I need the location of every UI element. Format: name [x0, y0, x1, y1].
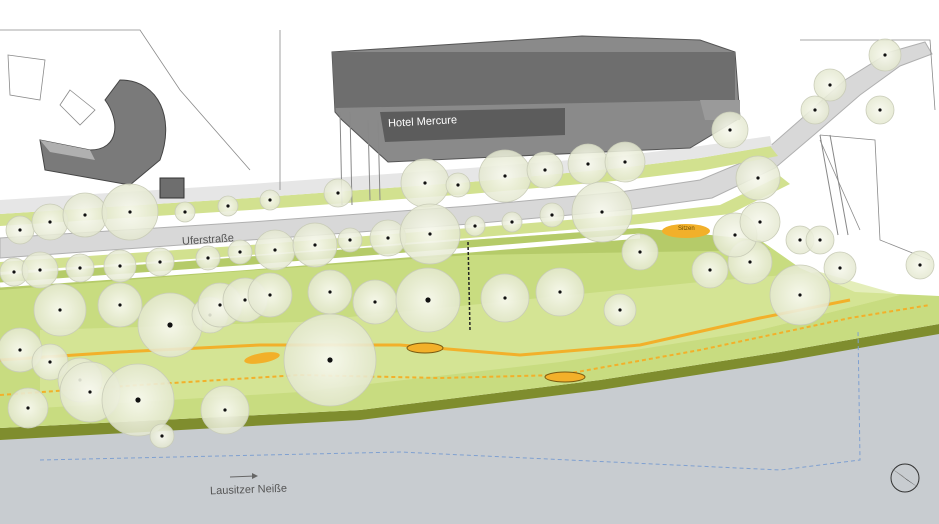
tree-trunk-dot	[328, 290, 332, 294]
tree-trunk-dot	[623, 160, 627, 164]
tree-trunk-dot	[728, 128, 732, 132]
tree-trunk-dot	[48, 220, 52, 224]
tree-trunk-dot	[733, 233, 737, 237]
tree-trunk-dot	[18, 348, 22, 352]
seating-area-east	[544, 371, 586, 383]
tree-trunk-dot	[883, 53, 887, 57]
tree-trunk-dot	[386, 236, 390, 240]
tree-trunk-dot	[798, 238, 802, 242]
kiosk-building	[159, 177, 185, 199]
tree-trunk-dot	[510, 220, 514, 224]
tree-trunk-dot	[268, 198, 272, 202]
tree-trunk-dot	[135, 397, 141, 403]
tree-trunk-dot	[818, 238, 822, 242]
tree-trunk-dot	[758, 220, 762, 224]
tree-trunk-dot	[158, 260, 162, 264]
tree-trunk-dot	[600, 210, 604, 214]
tree-trunk-dot	[18, 228, 22, 232]
sitzen-label: Sitzen	[678, 226, 695, 232]
tree-trunk-dot	[238, 250, 242, 254]
tree-trunk-dot	[503, 296, 507, 300]
embankment-strip	[0, 324, 939, 440]
tree-trunk-dot	[12, 270, 16, 274]
promenade-path-lower	[0, 304, 931, 396]
tree-trunk-dot	[160, 434, 164, 438]
tree-trunk-dot	[48, 360, 52, 364]
sitzen-area	[662, 224, 710, 238]
river-area	[0, 332, 939, 524]
tree-trunk-dot	[118, 264, 122, 268]
tree-trunk-dot	[218, 303, 222, 307]
seating-area-center	[406, 342, 444, 354]
tree-trunk-dot	[456, 183, 460, 187]
tree-trunk-dot	[167, 322, 173, 328]
meadow-highlight	[40, 272, 900, 408]
tree-trunk-dot	[428, 232, 432, 236]
tree-trunk-dot	[918, 263, 922, 267]
hotel-building	[331, 35, 741, 163]
tree-trunk-dot	[543, 168, 547, 172]
tree-trunk-dot	[423, 181, 427, 185]
tree-trunk-dot	[226, 204, 230, 208]
tree-trunk-dot	[78, 266, 82, 270]
tree-trunk-dot	[838, 266, 842, 270]
tree-trunk-dot	[38, 268, 42, 272]
arrow-right-icon	[229, 473, 258, 479]
seating-area-west	[244, 352, 280, 364]
tree-trunk-dot	[223, 408, 227, 412]
tree-trunk-dot	[638, 250, 642, 254]
tree-trunk-dot	[268, 293, 272, 297]
tree-canopies	[0, 38, 935, 449]
tree-trunk-dot	[708, 268, 712, 272]
tree-trunk-dot	[83, 213, 87, 217]
tree-trunk-dot	[503, 174, 507, 178]
tree-trunk-dot	[183, 210, 187, 214]
tree-trunk-dot	[313, 243, 317, 247]
tree-trunk-dot	[88, 390, 92, 394]
upper-green-strip	[0, 146, 778, 226]
tree-trunk-dot	[373, 300, 377, 304]
tree-trunk-dot	[798, 293, 802, 297]
compass-needle-icon	[890, 463, 920, 493]
tree-trunk-dot	[550, 213, 554, 217]
round-building	[39, 79, 167, 186]
sidewalk	[0, 136, 772, 214]
tree-trunk-dot	[813, 108, 817, 112]
tree-trunk-dot	[243, 298, 247, 302]
tree-trunk-dot	[327, 357, 333, 363]
tree-trunk-dot	[336, 191, 340, 195]
tree-trunk-dot	[878, 108, 882, 112]
tree-trunk-dot	[586, 162, 590, 166]
tree-trunk-dot	[58, 308, 62, 312]
tree-trunk-dot	[348, 238, 352, 242]
tree-trunk-dot	[748, 260, 752, 264]
tree-trunk-dot	[273, 248, 277, 252]
tree-trunk-dot	[26, 406, 30, 410]
promenade-path	[0, 298, 851, 362]
tree-trunk-dot	[425, 297, 431, 303]
tree-trunk-dot	[206, 256, 210, 260]
tree-trunk-dot	[128, 210, 132, 214]
boundary-dashed-line	[39, 329, 861, 471]
tree-trunk-dot	[756, 176, 760, 180]
tree-trunk-dot	[473, 224, 477, 228]
tree-trunk-dot	[618, 308, 622, 312]
tree-trunk-dot	[828, 83, 832, 87]
plan-lines	[0, 29, 936, 261]
tree-trunk-dot	[118, 303, 122, 307]
tree-trunk-dot	[558, 290, 562, 294]
